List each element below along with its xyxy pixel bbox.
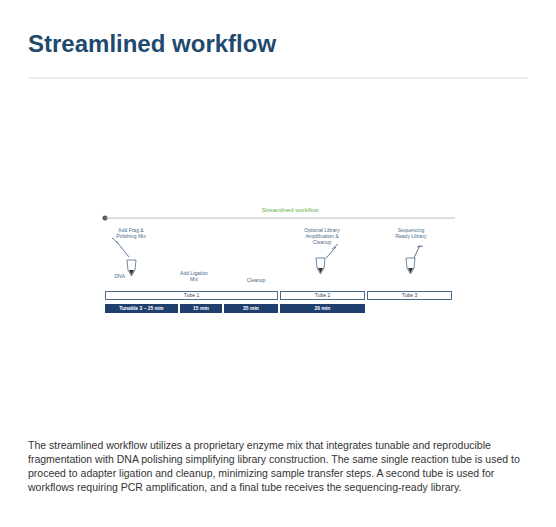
- tube-box: Tube 1: [105, 291, 278, 300]
- caption-text: The streamlined workflow utilizes a prop…: [28, 438, 534, 494]
- timeline-line: [105, 218, 455, 219]
- time-box: Tunable 3 – 25 min: [105, 304, 178, 313]
- box-label: Tube 1: [184, 292, 199, 298]
- step-label: DNA: [114, 273, 125, 279]
- pipettes: [112, 238, 423, 258]
- box-label: Tube 2: [315, 292, 330, 298]
- box-label: 20 min: [315, 305, 331, 311]
- step-label: Streamlined workflow: [261, 207, 318, 213]
- tube-liquid: [129, 268, 413, 275]
- page-title: Streamlined workflow: [28, 30, 276, 58]
- box-label: Tube 3: [402, 292, 417, 298]
- time-box: 35 min: [224, 304, 278, 313]
- tube-icons: [127, 258, 415, 276]
- step-label: Cleanup: [247, 277, 266, 283]
- tube-box: Tube 2: [280, 291, 365, 300]
- step-label: Sequencing Ready Library: [392, 227, 430, 239]
- step-label: Add Frag & Polishing Mix: [112, 227, 150, 239]
- box-label: Tunable 3 – 25 min: [119, 305, 163, 311]
- time-box: 20 min: [280, 304, 365, 313]
- step-label: Add Ligation Mix: [178, 270, 210, 282]
- time-box: 15 min: [180, 304, 222, 313]
- tube-box: Tube 3: [367, 291, 452, 300]
- title-rule: [28, 78, 528, 79]
- step-label: Optional Library Amplification & Cleanup: [296, 227, 348, 245]
- box-label: 15 min: [193, 305, 209, 311]
- box-label: 35 min: [243, 305, 259, 311]
